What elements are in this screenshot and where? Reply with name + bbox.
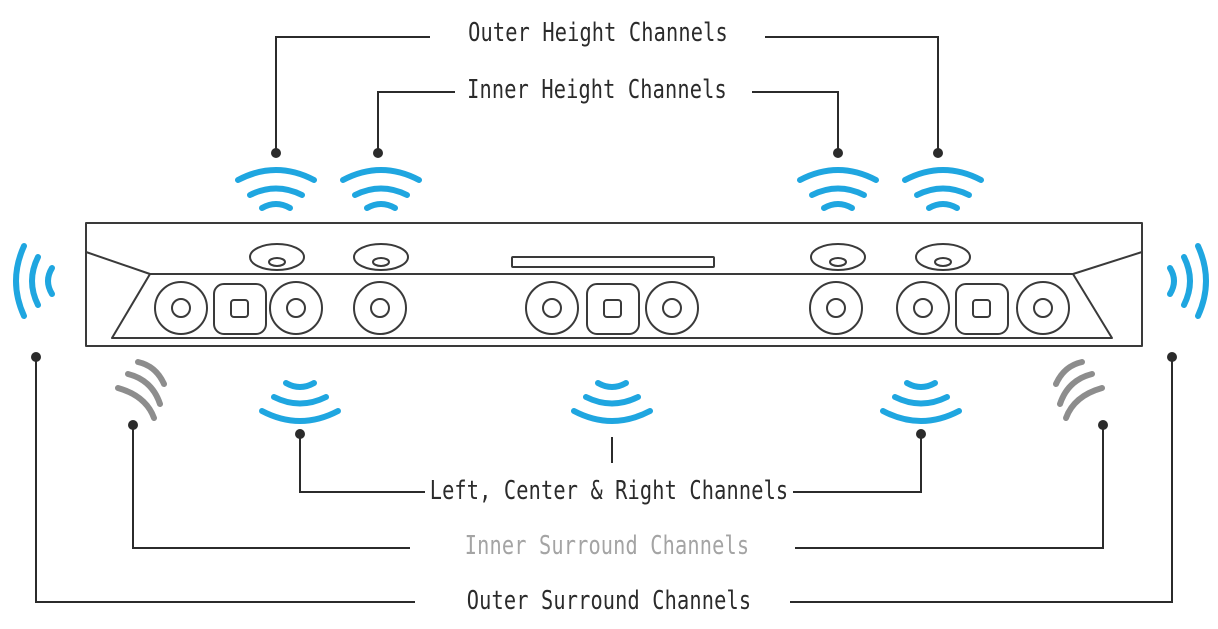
- sound-wave-icon: [571, 380, 653, 424]
- speaker-driver-icon: [269, 281, 323, 335]
- leader-dot-icon: [128, 420, 138, 430]
- sound-wave-icon: [259, 380, 341, 424]
- leader-line-inner-height-left: [377, 91, 455, 152]
- inner-surround-waves: [115, 359, 1105, 421]
- upfiring-driver-icon: [810, 243, 866, 271]
- leader-dot-icon: [373, 148, 383, 158]
- leader-line-right-channel: [793, 433, 922, 493]
- sound-wave-icon: [13, 243, 55, 319]
- sound-wave-icon: [340, 167, 422, 211]
- speaker-driver-icon: [1016, 281, 1070, 335]
- speaker-driver-icon: [525, 281, 579, 335]
- leader-dot-icon: [916, 429, 926, 439]
- leader-line-inner-surround-right: [795, 425, 1104, 549]
- leader-line-left-channel: [299, 433, 425, 493]
- leader-dot-icon: [933, 148, 943, 158]
- soundbar-body: [85, 222, 1143, 347]
- leader-lines: [35, 36, 1173, 603]
- leader-line-outer-height-left: [275, 36, 430, 152]
- speaker-driver-icon: [154, 281, 208, 335]
- upfiring-driver-icon: [249, 243, 305, 271]
- outer-surround-waves: [13, 243, 1209, 319]
- speaker-driver-icon: [896, 281, 950, 335]
- speaker-driver-icon: [353, 281, 407, 335]
- woofer-drivers: [154, 281, 1070, 335]
- speaker-driver-icon: [645, 281, 699, 335]
- label-outer-surround-channels: Outer Surround Channels: [466, 586, 752, 616]
- speaker-driver-icon: [809, 281, 863, 335]
- tweeter-icon: [955, 283, 1009, 335]
- tweeter-drivers: [213, 283, 1009, 335]
- leader-line-inner-surround-left: [132, 425, 410, 549]
- height-channel-waves: [235, 167, 984, 211]
- leader-dots: [31, 148, 1177, 439]
- leader-dot-icon: [1167, 352, 1177, 362]
- sound-wave-icon: [115, 359, 167, 421]
- front-channel-waves: [259, 380, 962, 424]
- leader-dot-icon: [31, 352, 41, 362]
- label-inner-surround-channels: Inner Surround Channels: [464, 531, 750, 561]
- sound-wave-icon: [902, 167, 984, 211]
- label-left-center-right-channels: Left, Center & Right Channels: [429, 476, 789, 506]
- upfiring-drivers: [249, 243, 971, 271]
- upfiring-driver-icon: [353, 243, 409, 271]
- tweeter-icon: [586, 283, 640, 335]
- sound-wave-icon: [1167, 243, 1209, 319]
- sound-wave-icon: [1053, 359, 1105, 421]
- leader-line-inner-height-right: [752, 91, 839, 152]
- leader-line-outer-height-right: [765, 36, 939, 152]
- tweeter-icon: [213, 283, 267, 335]
- leader-line-outer-surround-right: [790, 357, 1173, 603]
- leader-dot-icon: [271, 148, 281, 158]
- leader-dot-icon: [1098, 420, 1108, 430]
- label-outer-height-channels: Outer Height Channels: [468, 18, 728, 48]
- leader-line-outer-surround-left: [35, 357, 415, 603]
- leader-dot-icon: [295, 429, 305, 439]
- leader-dot-icon: [833, 148, 843, 158]
- upfiring-driver-icon: [915, 243, 971, 271]
- sound-wave-icon: [880, 380, 962, 424]
- sound-wave-icon: [235, 167, 317, 211]
- sound-wave-icon: [797, 167, 879, 211]
- label-inner-height-channels: Inner Height Channels: [467, 75, 727, 105]
